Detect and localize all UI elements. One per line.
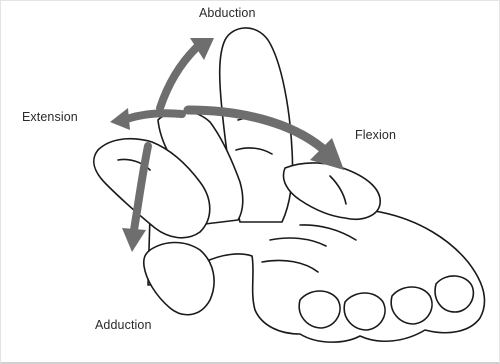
flexion-label: Flexion [355, 128, 396, 142]
adduction-label: Adduction [95, 318, 152, 332]
extension-label: Extension [22, 110, 78, 124]
lower-finger [144, 243, 214, 315]
abduction-arrow [160, 48, 196, 108]
abduction-label: Abduction [199, 6, 256, 20]
extension-arrow-head [110, 108, 130, 130]
adduction-arrow-head [122, 228, 146, 252]
knuckle-4 [435, 276, 473, 312]
